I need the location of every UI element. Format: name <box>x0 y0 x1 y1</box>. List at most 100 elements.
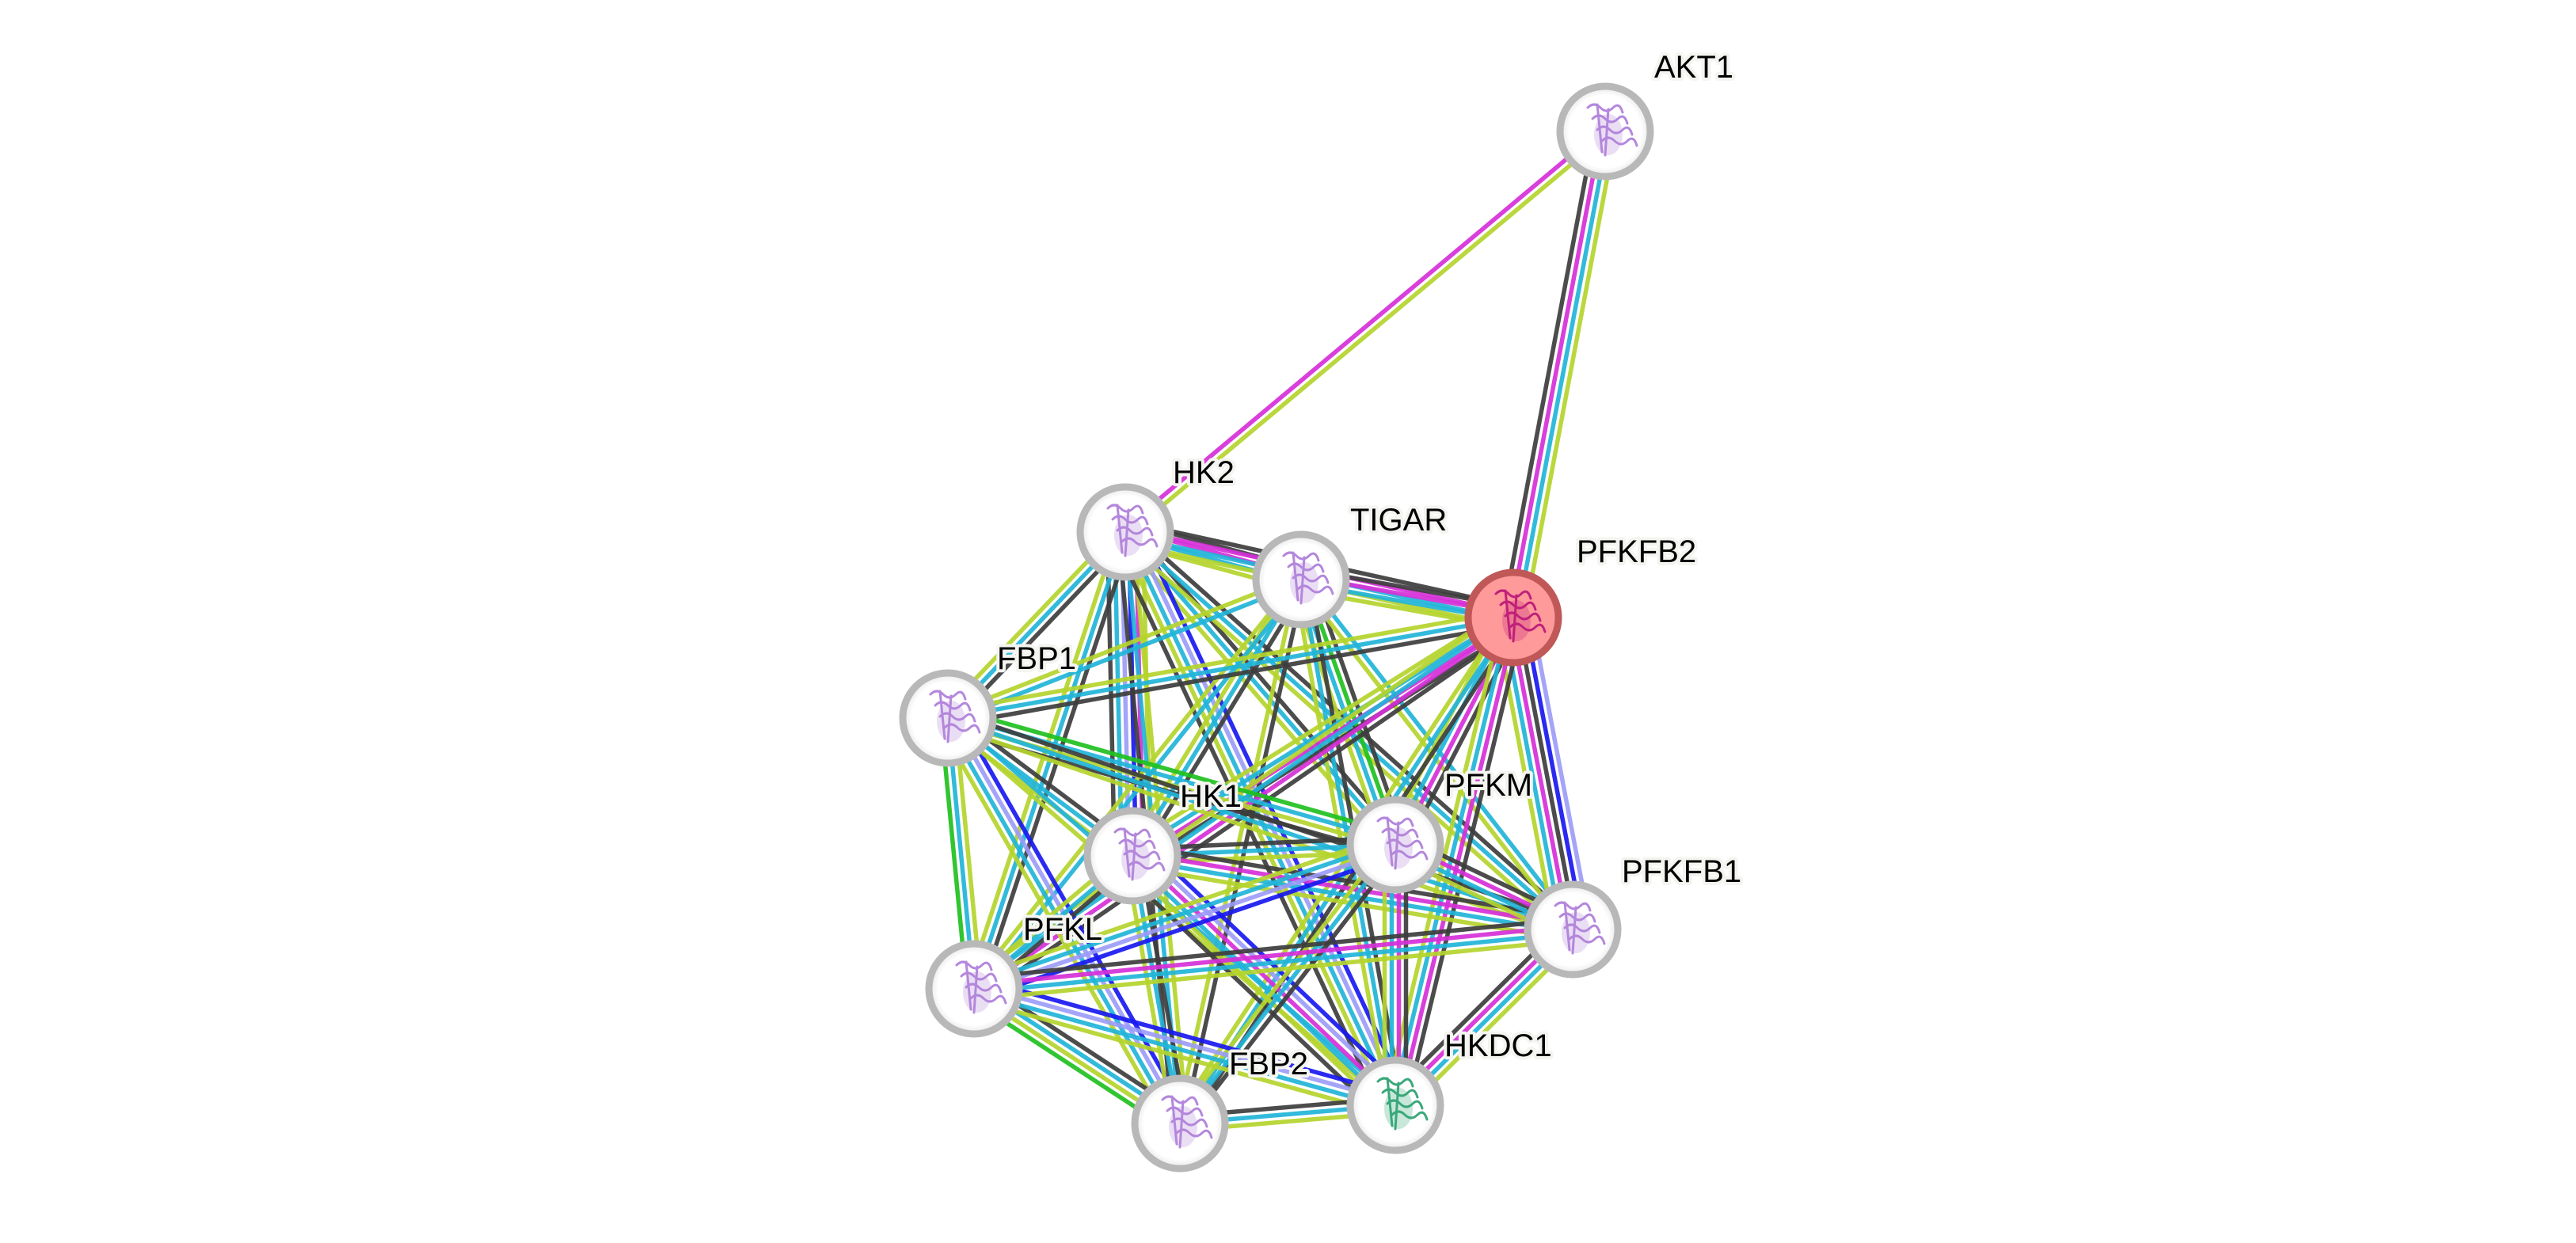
edge-line-database <box>947 615 1514 720</box>
edge-line-database <box>972 990 1395 1111</box>
node-label: HK1 <box>1180 779 1242 814</box>
edge-akt1-hk2[interactable] <box>1121 127 1609 537</box>
protein-structure-icon <box>1376 816 1429 870</box>
edge-line-database <box>947 716 1573 932</box>
edge-line-textmining <box>946 574 1301 717</box>
edge-line-coexpression <box>1136 625 1520 867</box>
node-label: PFKFB1 <box>1622 854 1741 889</box>
node-fbp1[interactable]: FBP1 <box>899 638 1079 767</box>
node-label: TIGAR <box>1350 503 1447 538</box>
protein-structure-shape <box>1562 912 1590 953</box>
node-label: PFKM <box>1444 768 1532 803</box>
protein-structure-shape <box>1121 838 1150 880</box>
edge-line-textmining <box>975 937 1574 1002</box>
node-label: HK2 <box>1173 455 1235 490</box>
edge-line-cooccurrence <box>976 976 1399 1097</box>
edge-line-homology <box>974 846 1398 994</box>
edge-akt1-pfkfb2[interactable] <box>1501 128 1618 621</box>
edge-line-experiments <box>1507 618 1572 931</box>
node-pfkl[interactable]: PFKL <box>925 909 1105 1038</box>
node-akt1[interactable]: AKT1 <box>1556 47 1737 181</box>
edge-line-textmining <box>1123 861 1390 1115</box>
node-fbp2[interactable]: FBP2 <box>1131 1043 1311 1173</box>
node-circle[interactable] <box>1346 1056 1444 1154</box>
protein-structure-shape <box>1290 562 1318 603</box>
edge-line-database <box>1129 612 1513 855</box>
protein-structure-icon <box>1106 504 1159 557</box>
protein-structure-icon <box>1282 551 1334 605</box>
edge-line-database <box>975 580 1306 993</box>
edge-line-database <box>972 839 1395 988</box>
node-circle[interactable] <box>1524 880 1622 979</box>
edge-tigar-hk1[interactable] <box>1124 574 1310 861</box>
protein-structure-shape <box>963 971 991 1013</box>
protein-structure-shape <box>937 701 965 742</box>
edge-line-cooccurrence <box>1521 614 1585 928</box>
protein-structure-icon <box>1586 103 1638 157</box>
node-hk1[interactable]: HK1 <box>1083 776 1245 905</box>
edge-pfkl-hkdc1[interactable] <box>970 976 1399 1118</box>
edge-line-textmining <box>1172 838 1392 1121</box>
edge-line-coexpression <box>972 916 1572 981</box>
node-circle[interactable] <box>1464 568 1562 667</box>
node-pfkfb1[interactable]: PFKFB1 <box>1524 851 1745 979</box>
protein-structure-icon <box>1113 827 1166 881</box>
edge-line-coexpression <box>1501 128 1597 617</box>
protein-structure-shape <box>1502 600 1531 641</box>
edge-line-homology <box>1528 614 1592 927</box>
edge-line-coexpression <box>1514 616 1579 929</box>
edge-line-textmining <box>1521 132 1618 621</box>
edge-pfkm-fbp2[interactable] <box>1172 838 1403 1130</box>
node-label: PFKFB2 <box>1577 534 1696 569</box>
edge-line-database <box>1128 857 1395 1110</box>
node-label: FBP1 <box>997 641 1076 676</box>
edge-line-experiments <box>1133 851 1399 1104</box>
edge-line-database <box>1178 843 1398 1125</box>
edge-line-coexpression <box>949 709 1576 926</box>
edge-pfkfb2-fbp1[interactable] <box>946 608 1516 728</box>
edge-line-experiments <box>1121 127 1604 531</box>
node-circle[interactable] <box>1556 82 1654 181</box>
protein-structure-shape <box>1594 114 1623 155</box>
node-circle[interactable] <box>1083 807 1181 905</box>
edge-line-textmining <box>1126 132 1609 537</box>
node-label: PFKL <box>1023 912 1102 947</box>
node-circle[interactable] <box>899 669 997 767</box>
node-pfkfb2[interactable]: PFKFB2 <box>1464 531 1699 667</box>
node-circle[interactable] <box>1252 530 1350 629</box>
edge-line-textmining <box>936 722 1173 1131</box>
protein-structure-icon <box>1494 589 1547 643</box>
edge-line-coexpression <box>1136 582 1310 861</box>
protein-structure-shape <box>1384 827 1413 869</box>
edge-line-textmining <box>946 608 1512 713</box>
edge-line-homology <box>1138 846 1405 1100</box>
edge-line-coexpression <box>949 622 1516 728</box>
node-circle[interactable] <box>925 940 1023 1038</box>
edge-pfkm-pfkl[interactable] <box>969 832 1400 1002</box>
protein-structure-shape <box>1169 1106 1197 1147</box>
edge-line-database <box>974 930 1573 995</box>
node-hkdc1[interactable]: HKDC1 <box>1346 1025 1555 1154</box>
node-hk2[interactable]: HK2 <box>1076 452 1238 581</box>
edge-line-database <box>1514 131 1611 619</box>
node-circle[interactable] <box>1131 1074 1229 1173</box>
node-tigar[interactable]: TIGAR <box>1252 500 1450 629</box>
node-circle[interactable] <box>1076 483 1174 581</box>
edge-line-database <box>1131 857 1573 936</box>
edge-line-cooccurrence <box>976 853 1400 1002</box>
edge-line-homology <box>974 983 1397 1104</box>
edge-line-textmining <box>1118 535 1392 851</box>
node-pfkm[interactable]: PFKM <box>1346 765 1535 894</box>
edge-line-textmining <box>1124 574 1297 853</box>
node-circle[interactable] <box>1346 796 1444 894</box>
protein-structure-shape <box>1114 515 1143 556</box>
edge-pfkl-pfkfb1[interactable] <box>972 916 1574 1002</box>
edge-line-textmining <box>970 997 1394 1118</box>
edge-line-neighborhood <box>949 705 1399 837</box>
edge-line-experiments <box>1132 618 1516 861</box>
protein-structure-shape <box>1384 1088 1413 1129</box>
edge-line-database <box>1130 578 1303 857</box>
node-label: AKT1 <box>1654 50 1733 85</box>
